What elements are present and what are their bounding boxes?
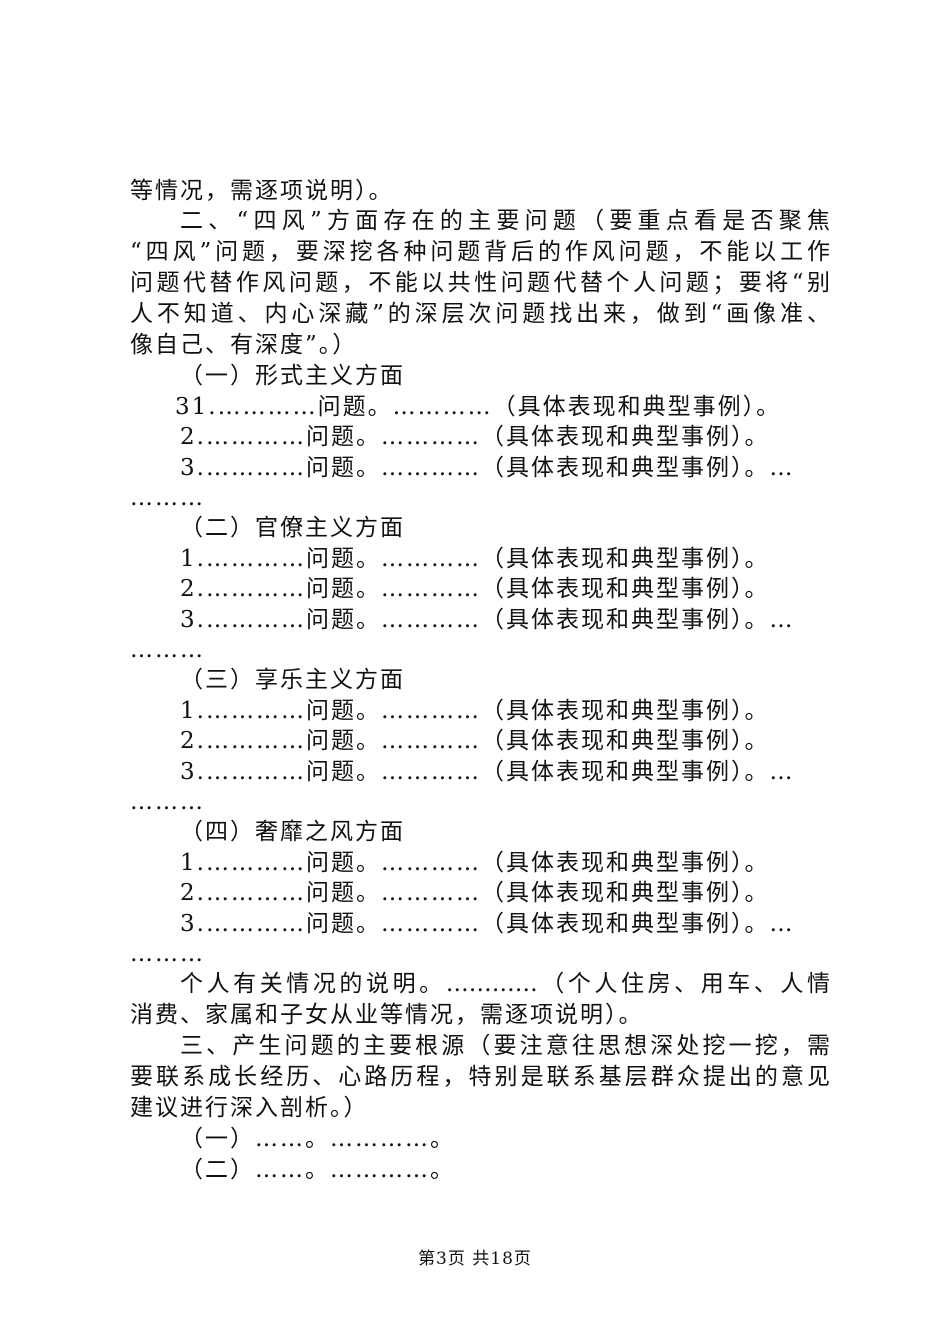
- list-item: 2.…………问题。…………（具体表现和典型事例）。: [180, 424, 770, 450]
- text-line: 像自己、有深度”。）: [130, 332, 358, 358]
- list-item: 2.…………问题。…………（具体表现和典型事例）。: [180, 576, 770, 602]
- list-item: 3.…………问题。…………（具体表现和典型事例）。…: [180, 607, 795, 633]
- paragraph-line: 要联系成长经历、心路历程，特别是联系基层群众提出的意见: [130, 1064, 830, 1090]
- section-heading: 三、产生问题的主要根源（要注意往思想深处挖一挖，需: [180, 1033, 830, 1059]
- list-item: 1.…………问题。…………（具体表现和典型事例）。: [180, 850, 770, 876]
- list-item: 3.…………问题。…………（具体表现和典型事例）。…: [180, 759, 795, 785]
- list-item: 1.…………问题。…………（具体表现和典型事例）。: [180, 698, 770, 724]
- list-item: 3.…………问题。…………（具体表现和典型事例）。…: [180, 911, 795, 937]
- list-item-continuation: ………: [130, 485, 205, 511]
- text-line: 人不知道、内心深藏”的深层次问题找出来，做到“画像准、: [130, 301, 830, 327]
- list-item: 2.…………问题。…………（具体表现和典型事例）。: [180, 880, 770, 906]
- subsection-heading: （三）享乐主义方面: [180, 667, 405, 693]
- subsection-item: （二）……。…………。: [180, 1157, 455, 1183]
- section-heading: 二、“四风”方面存在的主要问题（要重点看是否聚焦: [180, 208, 830, 234]
- text-line: 问题代替作风问题，不能以共性问题代替个人问题；要将“别: [130, 270, 830, 296]
- list-item-continuation: ………: [130, 637, 205, 663]
- list-item: 2.…………问题。…………（具体表现和典型事例）。: [180, 728, 770, 754]
- text-line: “四风”问题，要深挖各种问题背后的作风问题，不能以工作: [130, 239, 830, 265]
- paragraph-line: 消费、家属和子女从业等情况，需逐项说明）。: [130, 1002, 644, 1028]
- list-item: 1.…………问题。…………（具体表现和典型事例）。: [180, 546, 770, 572]
- subsection-heading: （一）形式主义方面: [180, 363, 405, 389]
- list-item: 3.…………问题。…………（具体表现和典型事例）。…: [180, 455, 795, 481]
- subsection-item: （一）……。…………。: [180, 1126, 455, 1152]
- subsection-heading: （二）官僚主义方面: [180, 515, 405, 541]
- paragraph-line: 建议进行深入剖析。）: [130, 1095, 369, 1121]
- list-item-continuation: ………: [130, 789, 205, 815]
- list-item-continuation: ………: [130, 941, 205, 967]
- paragraph-line: 个人有关情况的说明。…………（个人住房、用车、人情: [180, 971, 830, 997]
- list-item: 31.…………问题。…………（具体表现和典型事例）。: [175, 394, 782, 420]
- subsection-heading: （四）奢靡之风方面: [180, 819, 405, 845]
- page-number-footer: 第3页 共18页: [418, 1249, 532, 1269]
- text-line: 等情况，需逐项说明）。: [130, 178, 394, 204]
